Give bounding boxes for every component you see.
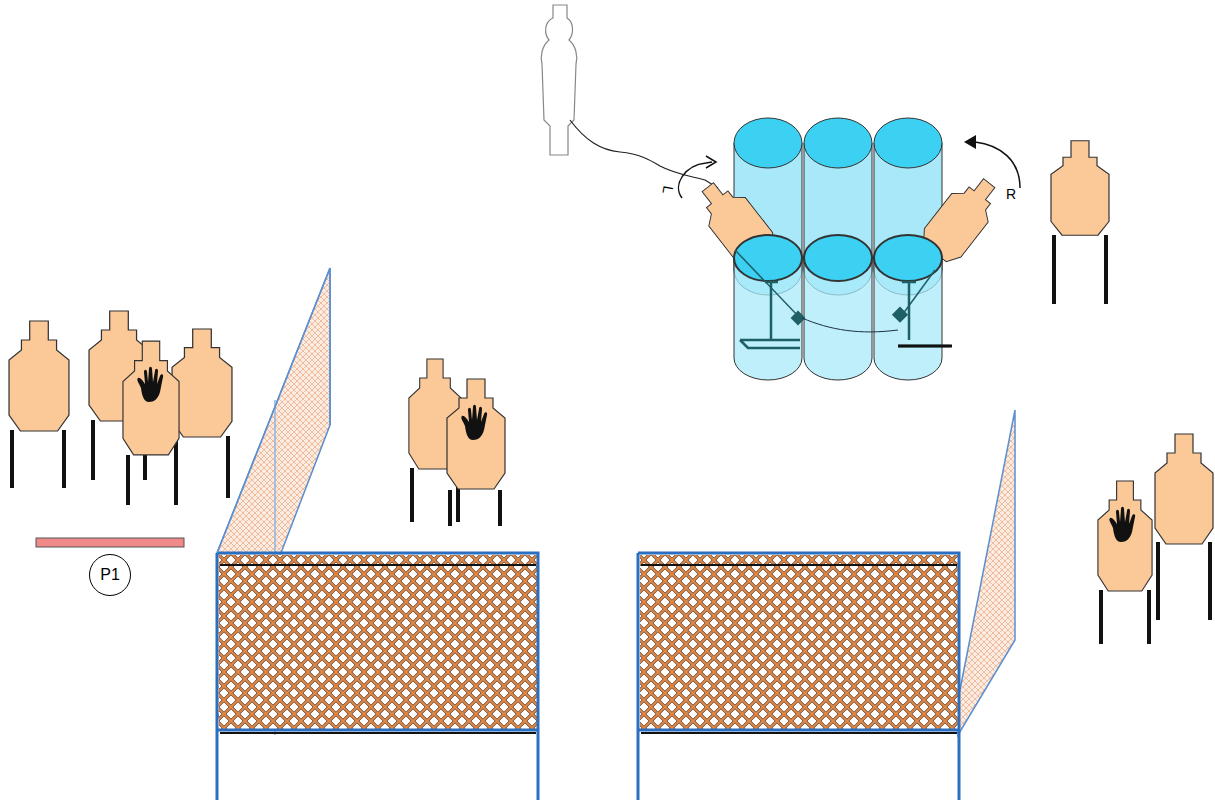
shooting-position: P1 <box>89 554 131 596</box>
rotation-arrow <box>975 142 1020 188</box>
no-shoot-target <box>1098 481 1152 591</box>
activation-cable <box>570 120 718 188</box>
rotation-arrow <box>964 135 976 149</box>
shoot-target <box>9 321 69 431</box>
mesh-wall <box>638 553 959 800</box>
shoot-target <box>172 329 232 437</box>
no-shoot-target <box>447 379 505 489</box>
barrels <box>734 235 942 380</box>
rotation-label: L <box>659 185 676 195</box>
no-shoot-hand <box>461 405 487 440</box>
no-shoot-target <box>123 341 179 455</box>
shoot-target <box>1051 141 1109 235</box>
swinger-mechanism <box>735 250 952 348</box>
rotation-label: R <box>1006 186 1016 202</box>
target-stands <box>12 235 1210 644</box>
barrels <box>734 118 942 295</box>
side-wall <box>958 410 1015 735</box>
rotation-arrow <box>706 156 716 168</box>
fault-line <box>36 538 184 547</box>
side-wall <box>217 268 330 553</box>
no-shoot-hand <box>137 367 163 402</box>
mesh-wall <box>217 553 538 800</box>
position-label: P1 <box>100 566 120 584</box>
shoot-target <box>1155 434 1213 544</box>
no-shoot-hand <box>1109 507 1135 542</box>
activator-popper <box>541 5 576 155</box>
